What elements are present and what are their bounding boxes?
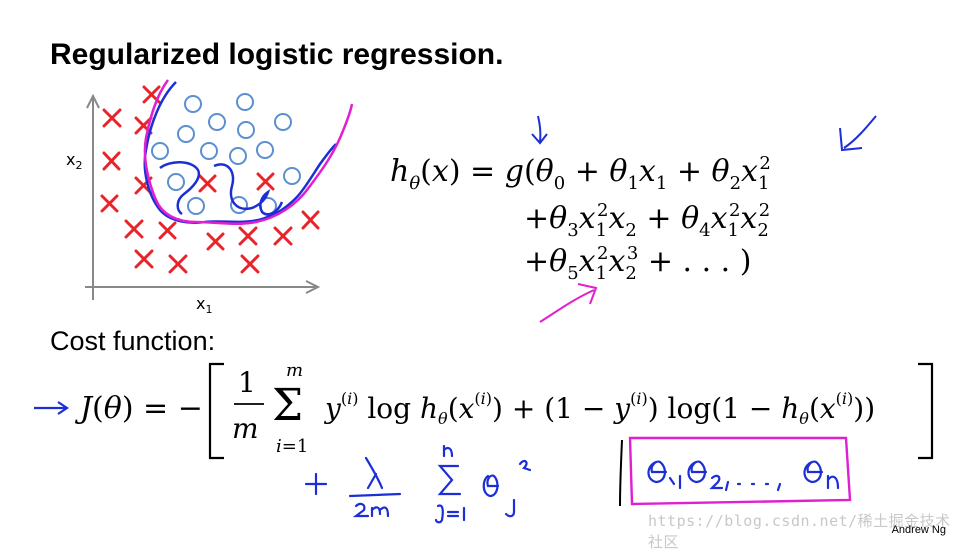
down-arrow-annotation-icon: [531, 115, 548, 145]
magenta-arrow-annotation-icon: [539, 283, 598, 323]
handwritten-regularizer: [304, 444, 532, 524]
regularized-boundary-magenta: [143, 79, 354, 226]
circle-marker: [200, 142, 218, 160]
circle-marker: [167, 173, 185, 191]
sum-symbol: Σ: [272, 380, 303, 431]
x-axis-label: x1: [196, 294, 213, 317]
cross-marker: [102, 151, 121, 171]
cross-marker: [240, 254, 260, 274]
circle-marker: [236, 93, 254, 111]
cross-marker: [168, 254, 188, 274]
right-bracket: [918, 362, 934, 460]
left-bracket: [208, 362, 224, 460]
cost-body: y(i) log hθ(x(i)) + (1 − y(i)) log(1 − h…: [323, 389, 875, 428]
cost-function-heading: Cost function:: [50, 326, 216, 356]
circle-marker: [283, 167, 301, 185]
cross-markers: [100, 85, 320, 274]
cross-marker: [102, 108, 122, 128]
separator-stroke: [619, 439, 623, 507]
x-axis-arrowhead: [305, 280, 321, 294]
y-axis-arrowhead: [86, 93, 100, 109]
cross-marker: [273, 226, 293, 246]
cost-lhs: J(θ) = −: [74, 391, 203, 426]
cross-marker: [301, 210, 320, 230]
sum-upper: m: [286, 360, 303, 381]
cost-formula: J(θ) = − 1 m m Σ i=1 y(i) log hθ(x(i)) +…: [34, 360, 934, 524]
cross-marker: [238, 226, 258, 246]
circle-marker: [184, 95, 202, 113]
hypothesis-formula: hθ(x) = g(θ0 + θ1x1 + θ2x12 +θ3x12x2 + θ…: [390, 115, 877, 323]
fraction-numerator: 1: [238, 366, 256, 399]
plot-axes: [85, 93, 321, 300]
hypothesis-line-2: +θ3x12x2 + θ4x12x22: [524, 200, 770, 241]
slide-title: Regularized logistic regression.: [50, 38, 504, 71]
circle-marker: [237, 121, 255, 139]
y-axis-label: x2: [66, 150, 83, 173]
circle-marker: [208, 113, 226, 131]
hypothesis-line-3: +θ5x12x23 + . . . ): [524, 243, 751, 284]
fraction-denominator: m: [232, 412, 259, 445]
cross-marker: [198, 174, 217, 193]
cross-marker: [206, 232, 225, 251]
circle-marker: [187, 197, 205, 215]
circle-marker: [151, 142, 169, 160]
cross-marker: [158, 221, 177, 240]
hypothesis-line-1: hθ(x) = g(θ0 + θ1x1 + θ2x12: [390, 153, 771, 194]
sum-lower: i=1: [276, 436, 308, 457]
cross-marker: [124, 219, 144, 239]
circle-marker: [274, 113, 292, 131]
circle-marker: [230, 196, 248, 214]
cross-marker: [134, 249, 154, 269]
cross-marker: [256, 172, 275, 191]
pointer-arrow-icon: [34, 401, 69, 415]
corner-arrow-annotation-icon: [839, 115, 877, 152]
cross-marker: [100, 194, 119, 213]
author-credit: Andrew Ng: [891, 524, 946, 536]
circle-marker: [256, 141, 274, 159]
circle-marker: [177, 125, 195, 143]
highlight-box: [628, 436, 852, 506]
circle-marker: [229, 147, 247, 165]
circle-markers: [151, 93, 301, 215]
scatter-plot: [85, 79, 354, 300]
handwritten-theta-list: [647, 460, 840, 492]
